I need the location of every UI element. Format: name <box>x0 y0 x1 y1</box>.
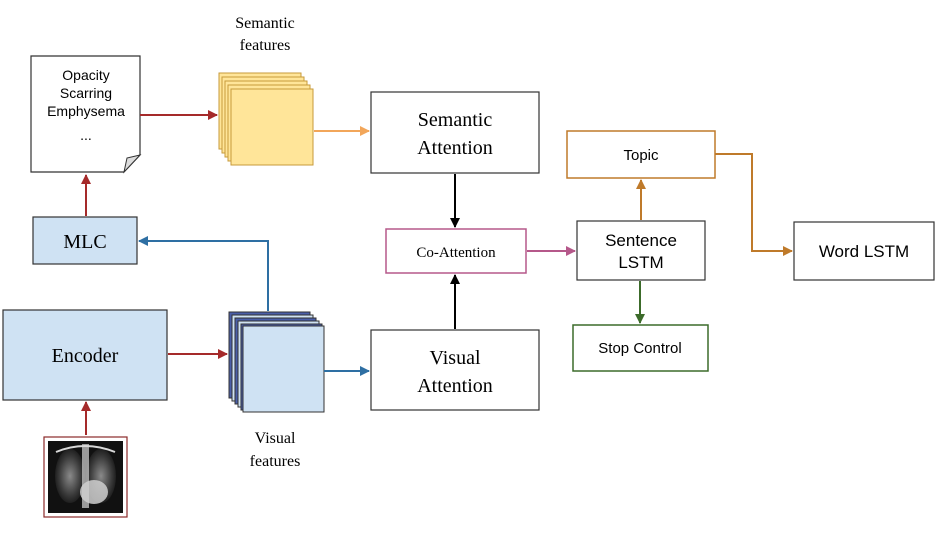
visual-attention-title-1: Visual <box>429 347 480 369</box>
label-ellipsis: ... <box>80 127 92 143</box>
co-attention-label: Co-Attention <box>416 245 496 261</box>
co-attention-box <box>385 228 527 274</box>
topic-box <box>566 130 716 179</box>
stop-control-label: Stop Control <box>598 340 681 357</box>
label-scarring: Scarring <box>60 85 112 101</box>
label-opacity: Opacity <box>62 67 109 83</box>
sentence-lstm-title-1: Sentence <box>605 231 677 250</box>
encoder-label: Encoder <box>52 345 119 367</box>
sentence-lstm-box <box>576 220 706 281</box>
xray-image <box>43 436 128 518</box>
visual-features-title-1: Visual <box>255 430 296 447</box>
label-emphysema: Emphysema <box>47 103 125 119</box>
arrow-visual-features-to-mlc <box>138 236 269 311</box>
arrow-topic-to-word-lstm <box>715 153 793 256</box>
label-document: Opacity Scarring Emphysema ... <box>30 55 142 174</box>
semantic-features-title-1: Semantic <box>235 15 295 32</box>
visual-features-stack <box>228 311 325 413</box>
semantic-attention-box <box>370 91 540 174</box>
semantic-attention-title-1: Semantic <box>418 109 493 131</box>
semantic-attention-title-2: Attention <box>417 137 493 159</box>
visual-attention-title-2: Attention <box>417 375 493 397</box>
mlc-label: MLC <box>63 231 106 253</box>
mlc-box <box>32 216 138 265</box>
visual-features-title-2: features <box>250 453 301 470</box>
word-lstm-box <box>793 221 935 281</box>
topic-label: Topic <box>623 147 659 164</box>
sentence-lstm-title-2: LSTM <box>618 253 663 272</box>
stop-control-box <box>572 324 709 372</box>
encoder-box <box>2 309 168 401</box>
semantic-features-title-2: features <box>240 37 291 54</box>
semantic-features-stack <box>218 72 314 166</box>
word-lstm-label: Word LSTM <box>819 242 909 261</box>
visual-attention-box <box>370 329 540 411</box>
